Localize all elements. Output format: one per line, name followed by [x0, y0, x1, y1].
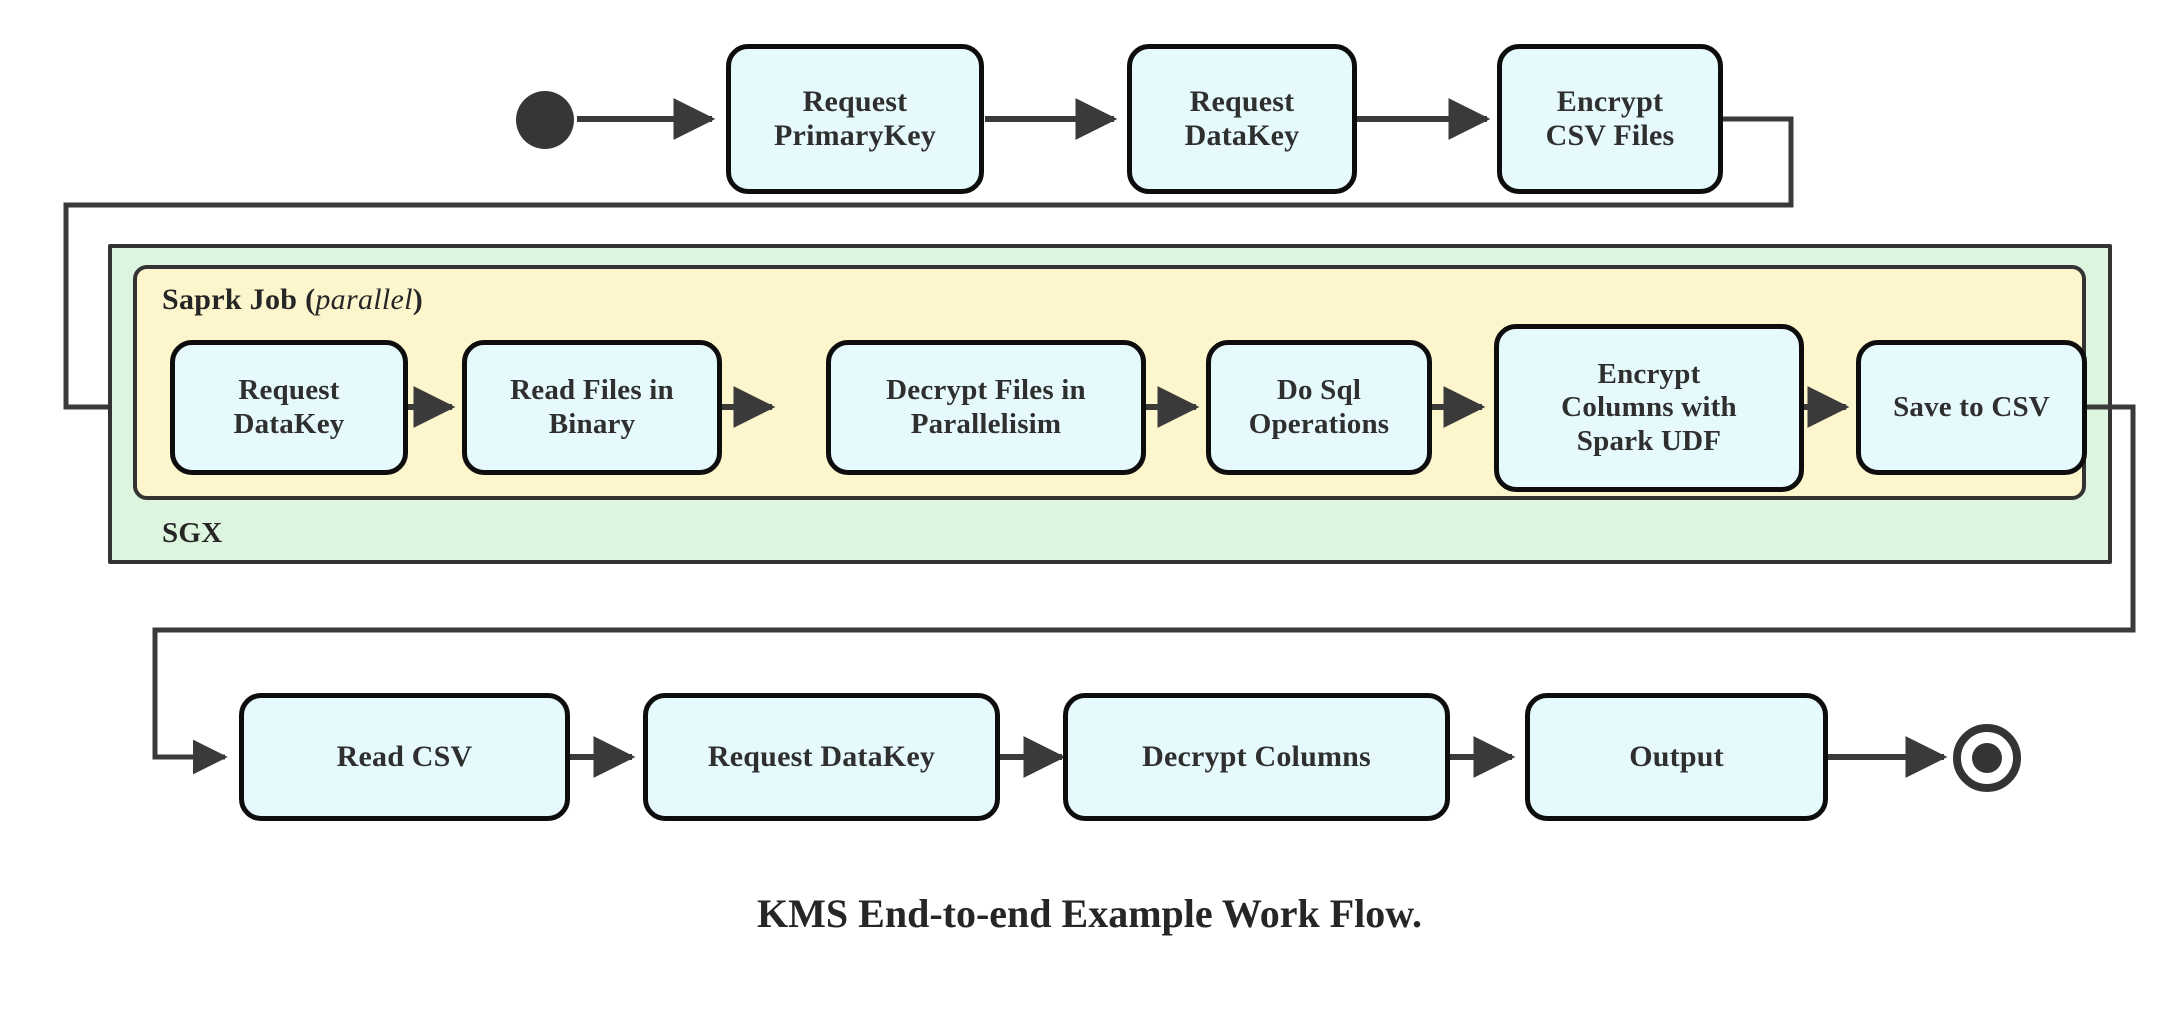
node-encrypt-columns-line-2: Spark UDF	[1576, 424, 1722, 457]
final-state-inner-dot	[1972, 743, 2002, 773]
group-spark-job-label-main: Saprk Job	[162, 283, 298, 316]
group-spark-job-label-paren-close: )	[412, 283, 424, 316]
node-encrypt-csv-files[interactable]: Encrypt CSV Files	[1497, 44, 1723, 194]
group-spark-job-label-italic: parallel	[315, 283, 413, 316]
node-decrypt-files-in-parallelisim[interactable]: Decrypt Files in Parallelisim	[826, 340, 1146, 475]
node-do-sql-operations-line-1: Operations	[1248, 407, 1390, 440]
node-decrypt-files-line-0: Decrypt Files in	[886, 374, 1086, 407]
node-request-datakey-top[interactable]: Request DataKey	[1127, 44, 1357, 194]
node-request-datakey-bottom-line-0: Request DataKey	[707, 739, 936, 773]
node-request-datakey-spark-line-1: DataKey	[233, 407, 345, 440]
node-output-line-0: Output	[1629, 739, 1724, 773]
node-read-csv-line-0: Read CSV	[336, 739, 473, 773]
node-encrypt-columns-line-1: Columns with	[1561, 391, 1737, 424]
node-request-datakey-top-line-1: DataKey	[1184, 119, 1300, 152]
node-do-sql-operations-line-0: Do Sql	[1276, 374, 1362, 407]
node-request-primarykey[interactable]: Request PrimaryKey	[726, 44, 984, 194]
node-output[interactable]: Output	[1525, 693, 1828, 821]
node-encrypt-csv-files-line-1: CSV Files	[1545, 119, 1675, 152]
node-encrypt-csv-files-line-0: Encrypt	[1556, 84, 1664, 118]
node-decrypt-files-line-1: Parallelisim	[910, 407, 1062, 440]
node-read-files-in-binary-line-1: Binary	[548, 407, 636, 440]
node-read-files-in-binary-line-0: Read Files in	[510, 374, 674, 407]
node-request-datakey-spark-line-0: Request	[238, 374, 340, 407]
node-save-to-csv-line-0: Save to CSV	[1893, 390, 2050, 423]
node-request-primarykey-line-0: Request	[802, 84, 908, 118]
node-request-datakey-top-line-0: Request	[1189, 84, 1295, 118]
node-read-csv[interactable]: Read CSV	[239, 693, 570, 821]
node-request-primarykey-line-1: PrimaryKey	[774, 119, 936, 152]
node-save-to-csv[interactable]: Save to CSV	[1856, 340, 2087, 475]
start-state-node	[516, 91, 574, 149]
node-decrypt-columns[interactable]: Decrypt Columns	[1063, 693, 1450, 821]
group-sgx-label: SGX	[162, 517, 223, 549]
edge-encrypt-csv-files-to-request-datakey-spark	[63, 116, 1794, 425]
group-spark-job-label-paren-open: (	[305, 283, 316, 316]
node-encrypt-columns-line-0: Encrypt	[1597, 358, 1701, 391]
final-state-node	[1953, 724, 2021, 792]
node-request-datakey-bottom[interactable]: Request DataKey	[643, 693, 1000, 821]
node-read-files-in-binary[interactable]: Read Files in Binary	[462, 340, 722, 475]
node-do-sql-operations[interactable]: Do Sql Operations	[1206, 340, 1432, 475]
node-request-datakey-spark[interactable]: Request DataKey	[170, 340, 408, 475]
node-encrypt-columns-with-spark-udf[interactable]: Encrypt Columns with Spark UDF	[1494, 324, 1804, 492]
edge-save-to-csv-to-read-csv	[152, 404, 2136, 775]
group-spark-job-label: Saprk Job (parallel)	[162, 283, 423, 317]
diagram-caption: KMS End-to-end Example Work Flow.	[757, 891, 1422, 936]
node-decrypt-columns-line-0: Decrypt Columns	[1142, 739, 1371, 773]
